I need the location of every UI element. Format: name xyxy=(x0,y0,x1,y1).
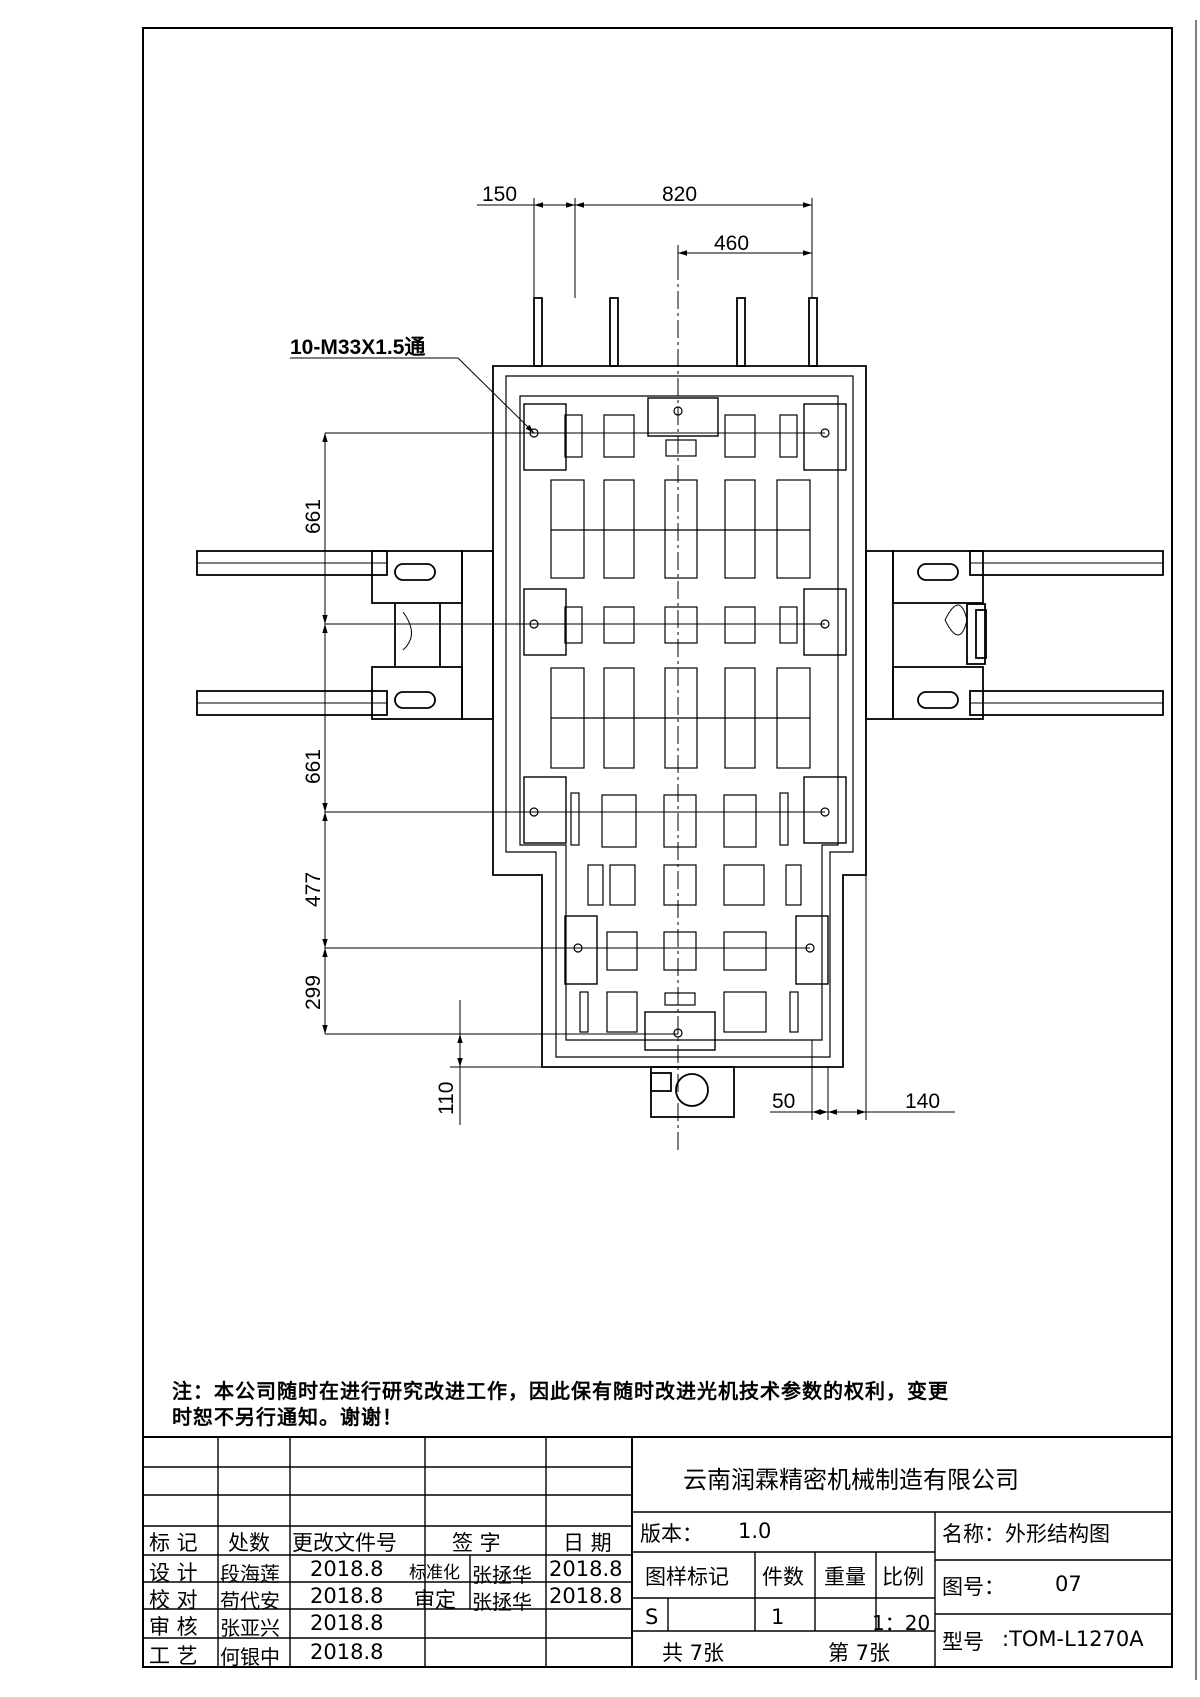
title-block-grid xyxy=(142,1436,1173,1668)
date-approve: 2018.8 xyxy=(549,1584,623,1608)
company-name: 云南润霖精密机械制造有限公司 xyxy=(683,1466,1019,1494)
disclaimer-note: 注：本公司随时在进行研究改进工作，因此保有随时改进光机技术参数的权利，变更 时恕… xyxy=(172,1378,1162,1430)
callout-thread: 10-M33X1.5通 xyxy=(290,336,425,359)
date-process: 2018.8 xyxy=(310,1640,384,1664)
name-design: 段海莲 xyxy=(220,1562,280,1586)
machine-table xyxy=(196,297,1164,1118)
dim-110: 110 xyxy=(435,1082,458,1115)
header-mark: 标 记 xyxy=(149,1531,198,1555)
role-approve: 审定 xyxy=(414,1588,456,1612)
disclaimer-line-2: 时恕不另行通知。谢谢！ xyxy=(172,1405,403,1429)
name-process: 何银中 xyxy=(220,1645,280,1669)
role-design: 设 计 xyxy=(149,1561,198,1585)
version-value: 1.0 xyxy=(738,1519,772,1543)
role-process: 工 艺 xyxy=(149,1644,198,1668)
drawing-no-value: 07 xyxy=(1055,1572,1082,1596)
dim-661-b: 661 xyxy=(302,749,325,784)
disclaimer-line-1: 注：本公司随时在进行研究改进工作，因此保有随时改进光机技术参数的权利，变更 xyxy=(172,1379,949,1403)
dim-460: 460 xyxy=(714,232,749,255)
sample-value: S xyxy=(645,1605,659,1629)
drawing-no-label: 图号： xyxy=(942,1575,1005,1599)
dim-150: 150 xyxy=(482,183,517,206)
date-review: 2018.8 xyxy=(310,1611,384,1635)
header-date: 日 期 xyxy=(563,1531,612,1555)
dim-50: 50 xyxy=(772,1090,795,1113)
header-signature: 签 字 xyxy=(452,1531,501,1555)
header-change-doc: 更改文件号 xyxy=(292,1531,397,1555)
col-qty: 件数 xyxy=(762,1565,804,1589)
date-design: 2018.8 xyxy=(310,1557,384,1581)
name-approve: 张拯华 xyxy=(472,1590,532,1614)
dimension-lines xyxy=(290,198,955,1125)
total-sheets: 共 7张 xyxy=(662,1641,725,1665)
model-label: 型号 xyxy=(942,1630,984,1654)
header-count: 处数 xyxy=(228,1531,270,1555)
version-label: 版本： xyxy=(640,1522,703,1546)
col-weight: 重量 xyxy=(824,1565,866,1589)
name-standard: 张拯华 xyxy=(472,1563,532,1587)
dim-820: 820 xyxy=(662,183,697,206)
qty-value: 1 xyxy=(771,1605,785,1629)
col-scale: 比例 xyxy=(882,1565,924,1589)
name-review: 张亚兴 xyxy=(220,1616,280,1640)
model-value: :TOM-L1270A xyxy=(1002,1627,1144,1651)
col-sample-mark: 图样标记 xyxy=(645,1565,729,1589)
date-standard: 2018.8 xyxy=(549,1557,623,1581)
sheet-number: 第 7张 xyxy=(828,1641,891,1665)
role-review: 审 核 xyxy=(149,1615,198,1639)
name-check: 苟代安 xyxy=(220,1589,280,1613)
dim-299: 299 xyxy=(302,975,325,1010)
dim-661-a: 661 xyxy=(302,499,325,534)
dim-477: 477 xyxy=(302,872,325,907)
scale-value: 1：20 xyxy=(872,1611,931,1635)
role-check: 校 对 xyxy=(149,1588,198,1612)
drawing-name: 名称：外形结构图 xyxy=(942,1522,1110,1546)
date-check: 2018.8 xyxy=(310,1584,384,1608)
role-standard: 标准化 xyxy=(409,1563,460,1583)
dim-140: 140 xyxy=(905,1090,940,1113)
